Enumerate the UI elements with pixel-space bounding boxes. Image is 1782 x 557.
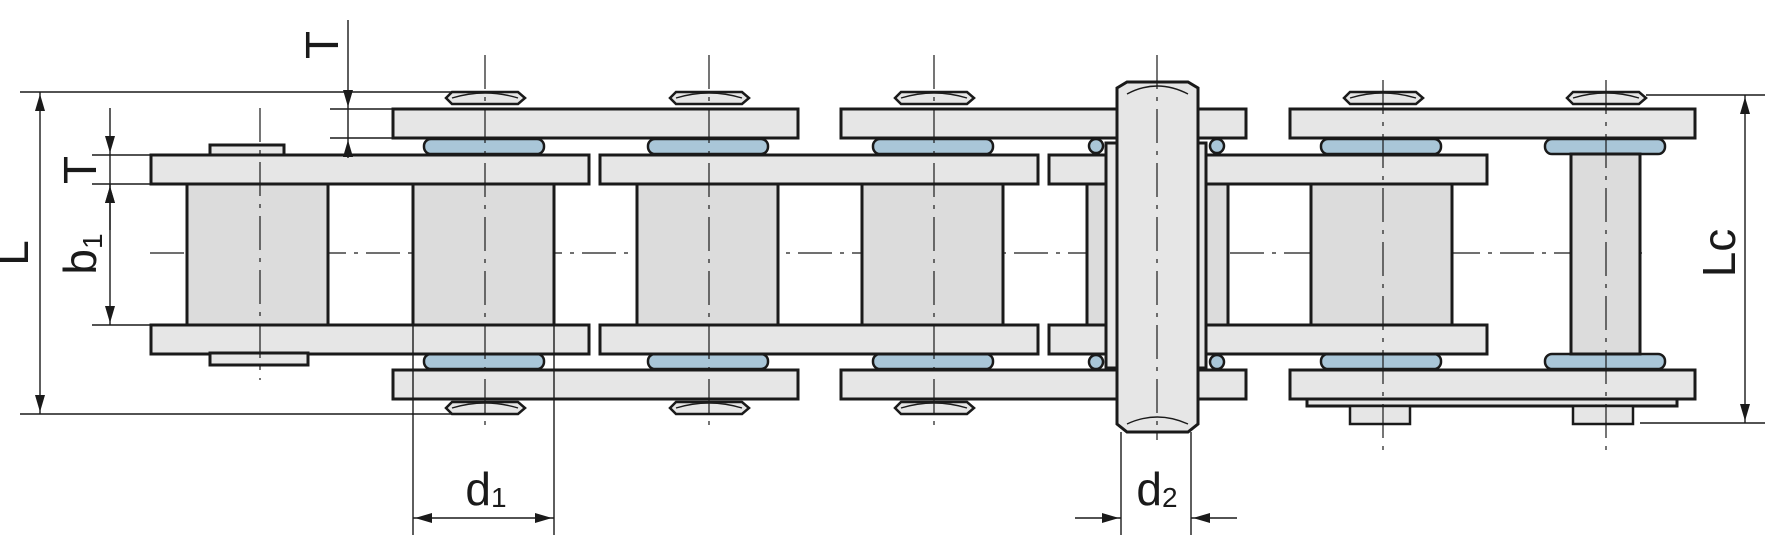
roller xyxy=(185,182,330,327)
bushing xyxy=(871,137,995,156)
outer-plate xyxy=(1288,368,1697,401)
pin-heads-top xyxy=(444,90,1648,106)
inner-plates-bottom xyxy=(149,323,1489,367)
bushing xyxy=(646,352,770,371)
bushing xyxy=(422,137,546,156)
inner-plate xyxy=(149,323,591,356)
label-b1-sub: 1 xyxy=(77,233,108,249)
bushing xyxy=(646,137,770,156)
label-b1-main: b xyxy=(54,249,106,275)
label-lc: Lc xyxy=(1693,229,1745,278)
outer-plates-top xyxy=(391,107,1697,140)
label-t-side: T xyxy=(54,156,106,184)
outer-plate xyxy=(1288,107,1697,140)
roller xyxy=(411,182,556,327)
clip-ring xyxy=(1087,353,1105,371)
bushing xyxy=(1319,137,1443,156)
clip-ring xyxy=(1087,137,1105,155)
outer-plate xyxy=(391,107,800,140)
inner-plates-top xyxy=(149,143,1489,186)
pin-tail xyxy=(1571,404,1635,426)
outer-plate-edge xyxy=(1305,397,1679,408)
label-d1-sub: 1 xyxy=(491,482,507,513)
roller xyxy=(860,182,1005,327)
outer-plate xyxy=(391,368,800,401)
bushing xyxy=(1319,352,1443,371)
link-pin xyxy=(1115,80,1200,434)
inner-plate xyxy=(598,153,1040,186)
bushings xyxy=(422,137,1667,371)
label-t-top: T xyxy=(296,31,348,59)
inner-plate xyxy=(598,323,1040,356)
dimension-t-side: T xyxy=(54,108,151,230)
dimension-d1: d1 xyxy=(412,325,555,535)
label-d1-main: d xyxy=(465,463,491,515)
bushing xyxy=(1543,137,1667,156)
dimension-d2: d2 xyxy=(1075,432,1237,535)
dimension-l: L xyxy=(0,91,452,415)
inner-plate-edge xyxy=(208,351,310,367)
label-d2-main: d xyxy=(1136,463,1162,515)
label-d2-sub: 2 xyxy=(1162,482,1178,513)
roller xyxy=(1309,182,1454,327)
bushing xyxy=(871,352,995,371)
label-l: L xyxy=(0,240,38,266)
inner-plate xyxy=(149,153,591,186)
label-d1: d1 xyxy=(465,463,506,515)
label-b1: b1 xyxy=(54,233,108,274)
bushing xyxy=(422,352,546,371)
dimension-t-top: T xyxy=(296,20,398,158)
vertical-centerlines xyxy=(259,55,1607,450)
dimension-b1: b1 xyxy=(54,184,187,326)
clip-ring xyxy=(1208,353,1226,371)
clip-ring xyxy=(1208,137,1226,155)
pin-tail xyxy=(1348,404,1412,426)
roller xyxy=(635,182,780,327)
bushing xyxy=(1543,352,1667,371)
outer-plates-bottom xyxy=(391,368,1697,408)
dimension-lc: Lc xyxy=(1640,94,1765,424)
label-d2: d2 xyxy=(1136,463,1177,515)
rollers xyxy=(185,152,1642,356)
